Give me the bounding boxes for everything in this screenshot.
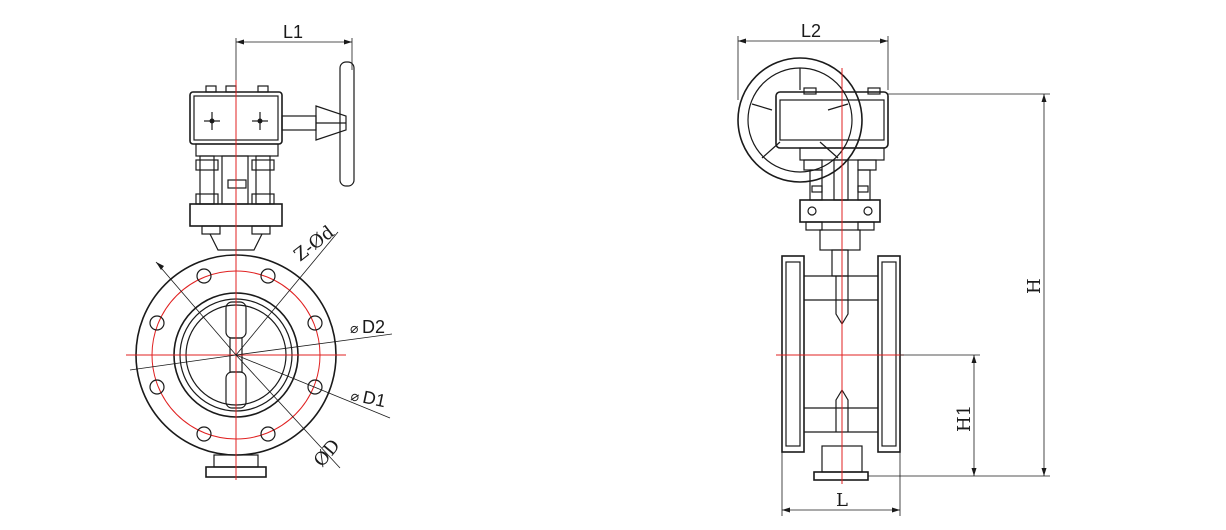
dim-l1: L1 bbox=[235, 22, 353, 96]
dim-z-d-label: Z-Ød bbox=[290, 222, 338, 266]
side-view: L2 bbox=[737, 21, 1050, 516]
dim-h1-label: H1 bbox=[954, 405, 975, 432]
handwheel-side bbox=[737, 57, 863, 183]
gearbox-side bbox=[775, 87, 889, 161]
diameter-symbol-d2: ⌀ bbox=[350, 321, 359, 337]
body-side bbox=[781, 255, 901, 481]
dim-d1-label: D1 bbox=[361, 387, 388, 411]
bracket-side bbox=[799, 159, 881, 277]
dim-h-label: H bbox=[1024, 278, 1045, 294]
dim-l-label: L bbox=[836, 490, 848, 511]
dim-l2-label: L2 bbox=[801, 21, 821, 41]
bracket-front bbox=[189, 155, 283, 251]
dim-h: H bbox=[868, 93, 1050, 477]
diameter-leaders bbox=[129, 231, 393, 469]
dim-d2: ⌀ D2 bbox=[350, 317, 385, 337]
diameter-symbol-d1: ⌀ bbox=[349, 388, 361, 406]
gearbox-front bbox=[189, 61, 355, 187]
dim-l2: L2 bbox=[737, 21, 889, 100]
dim-l1-label: L1 bbox=[283, 22, 303, 42]
dim-z-d: Z-Ød bbox=[290, 222, 338, 266]
dim-d1: ⌀ D1 bbox=[349, 387, 388, 411]
dim-l: L bbox=[781, 452, 901, 516]
dim-d2-label: D2 bbox=[362, 317, 385, 337]
front-view: L1 bbox=[126, 22, 393, 480]
dim-h1: H1 bbox=[900, 354, 980, 476]
